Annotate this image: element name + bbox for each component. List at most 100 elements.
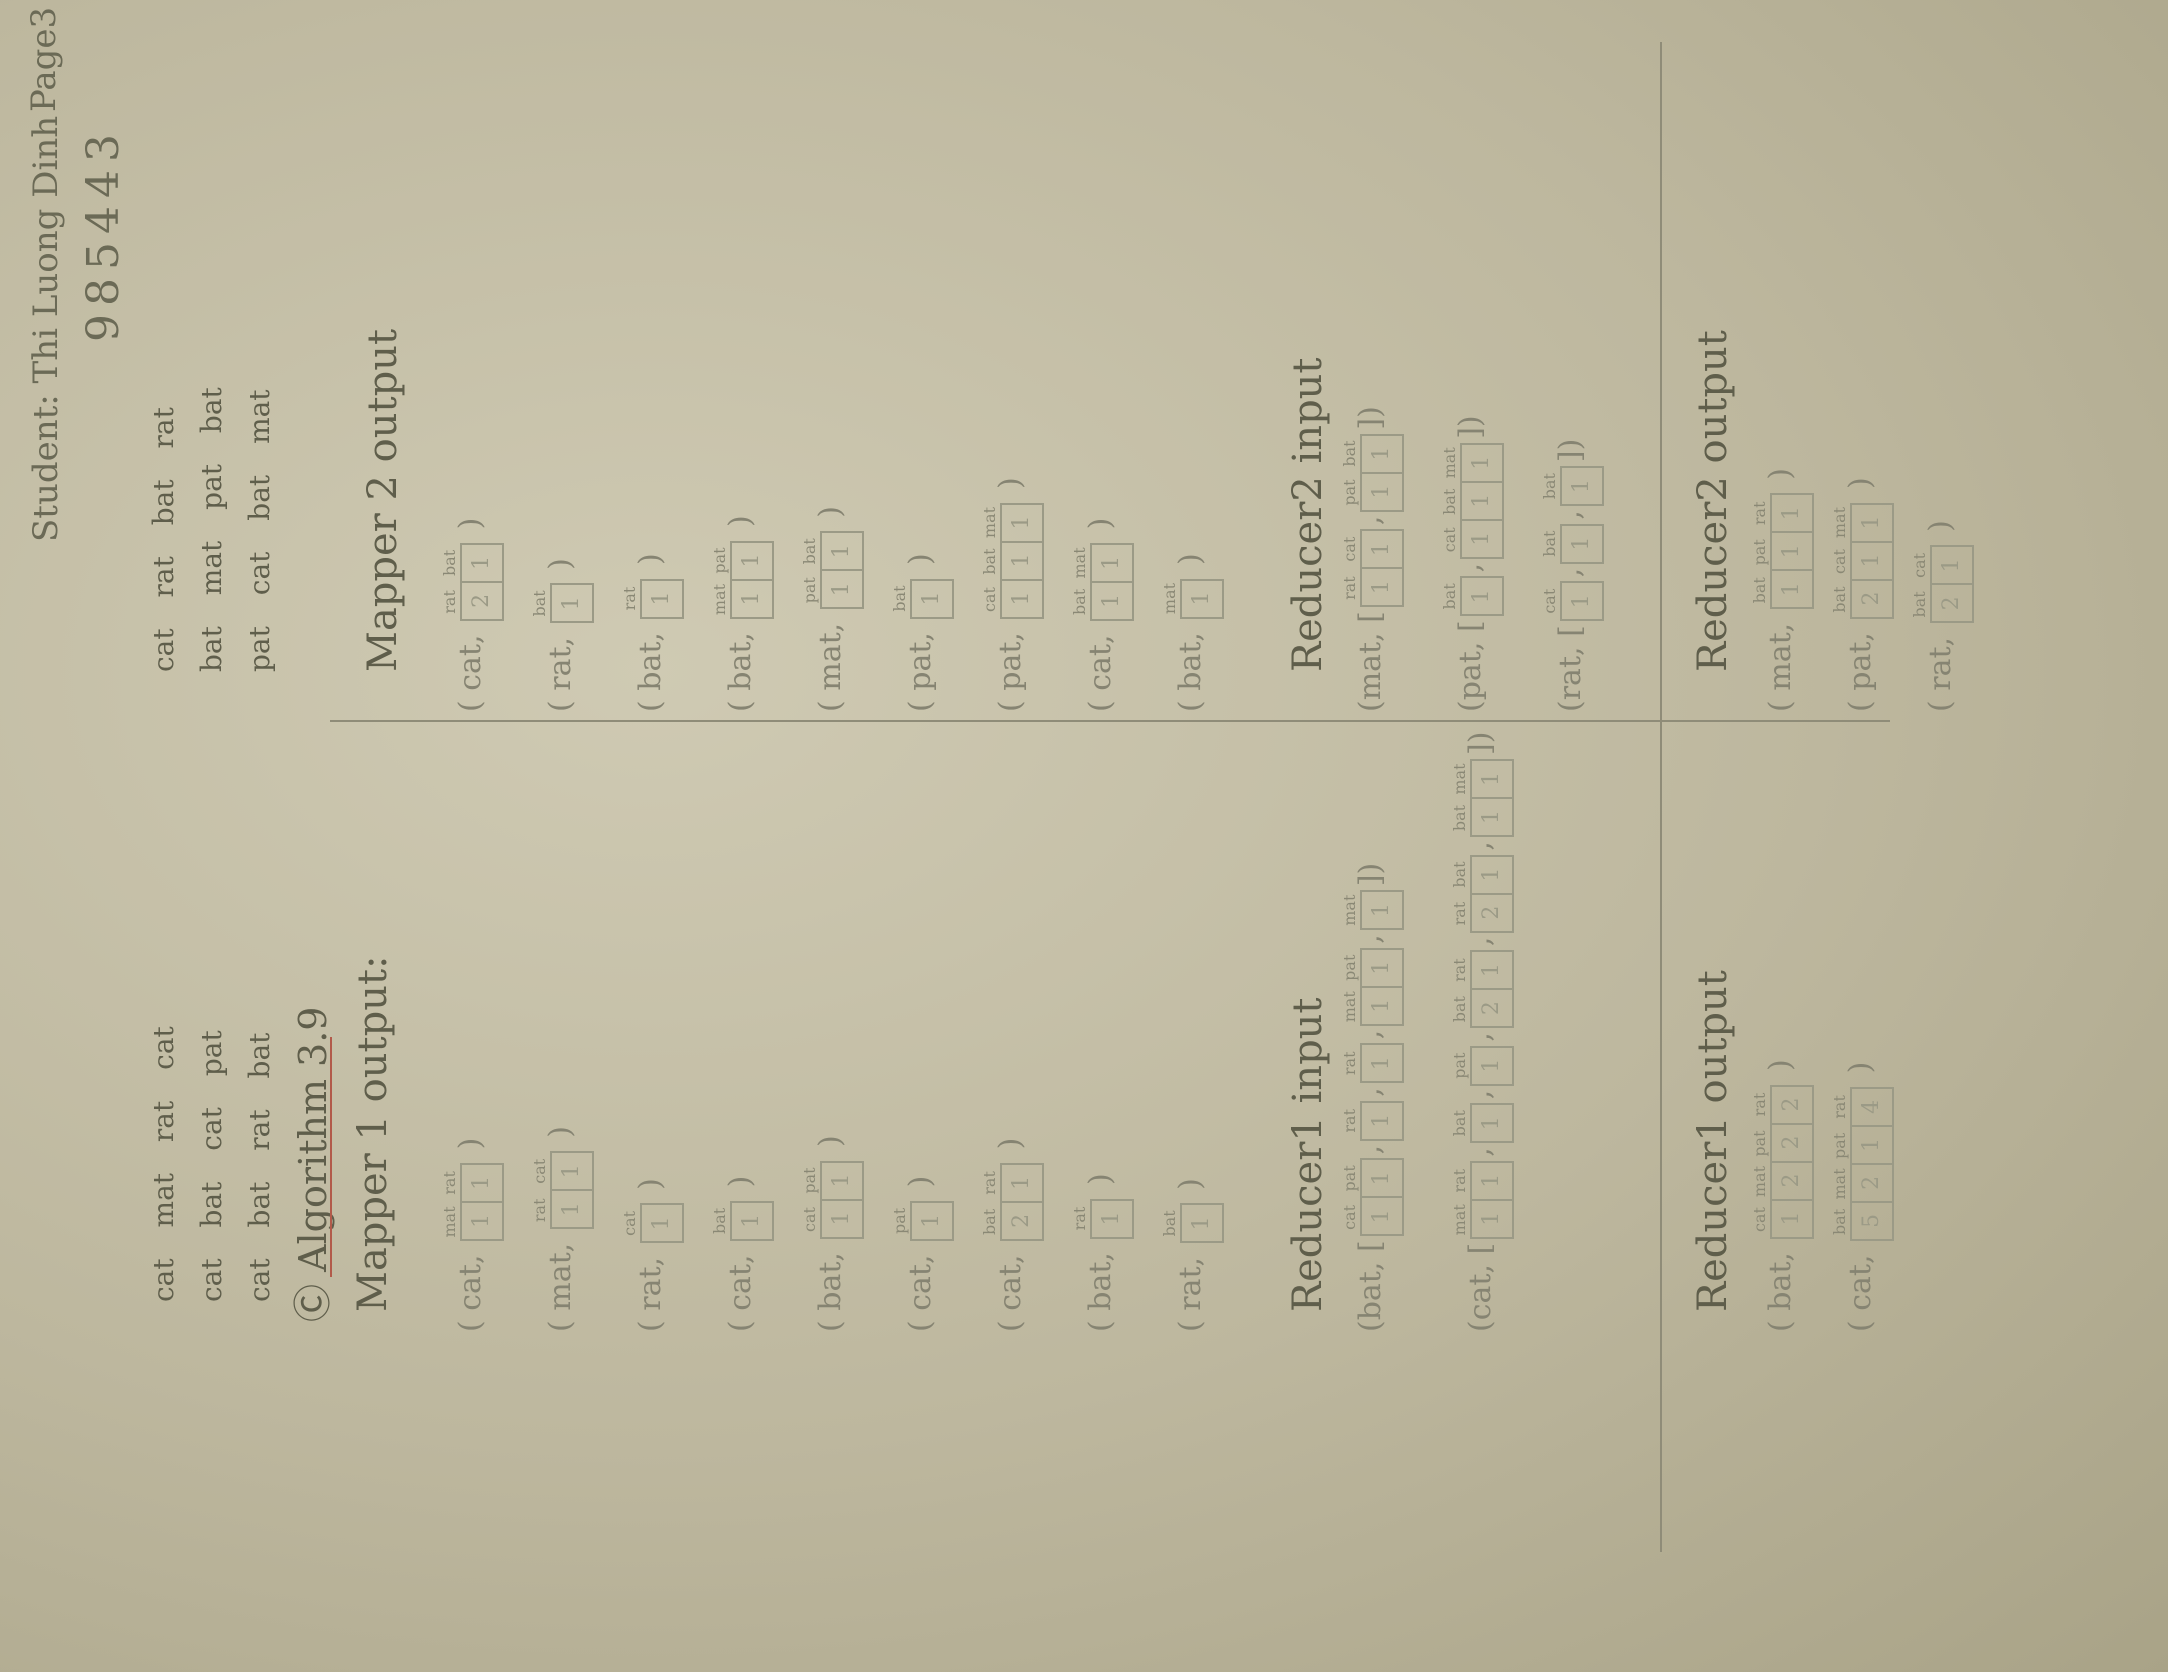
mapper2-title: Mapper 2 output: [360, 328, 406, 672]
paren: (: [543, 1310, 578, 1332]
cell-value: 1: [1460, 482, 1504, 521]
cell-value: 1: [460, 1202, 504, 1241]
comma: ,: [453, 624, 488, 644]
cell-label: rat: [440, 1171, 459, 1195]
cell-label: pat: [1750, 1130, 1769, 1157]
comma: ,: [1353, 1029, 1388, 1040]
cell-label: cat: [1340, 536, 1359, 562]
cell-value: 2: [1770, 1084, 1814, 1125]
entry-key: cat: [453, 644, 488, 691]
cell-label: cat: [1830, 549, 1849, 574]
cell-value: 1: [1360, 987, 1404, 1026]
bracket: , [: [1453, 620, 1488, 652]
cell-value: 1: [820, 531, 864, 572]
cell-value: 2: [1770, 1124, 1814, 1163]
cell-label: rat: [1750, 501, 1769, 526]
comma: ,: [1353, 1144, 1388, 1155]
cell-label: pat: [1340, 479, 1359, 506]
paren: (: [723, 690, 758, 712]
cell-value: 1: [1770, 1200, 1814, 1239]
comma: ,: [813, 1242, 848, 1262]
comma: ,: [1843, 1244, 1878, 1264]
paren: (: [1453, 700, 1488, 712]
cell-value: 1: [1770, 493, 1814, 534]
cell-label: bat: [1440, 583, 1459, 610]
paren: (: [1843, 690, 1878, 712]
cell-value: 1: [820, 571, 864, 610]
comma: ,: [543, 627, 578, 647]
cell-value: 1: [460, 542, 504, 583]
cell-value: 1: [1360, 1198, 1404, 1237]
cell-label: cat: [1910, 552, 1929, 578]
cell-value: 2: [1850, 580, 1894, 619]
algorithm-underline: [330, 1037, 332, 1277]
cell-label: pat: [890, 1207, 909, 1235]
cell-label: mat: [1450, 1204, 1469, 1236]
paren: ): [633, 1178, 668, 1200]
comma: ,: [1353, 934, 1388, 944]
entry-key: bat: [813, 1261, 848, 1311]
cell-value: 1: [1460, 520, 1504, 559]
paren: (: [453, 1310, 488, 1332]
paren: (: [1923, 690, 1958, 712]
cell-value: 1: [1470, 799, 1514, 838]
comma: ,: [1763, 1242, 1798, 1262]
cell-value: 1: [1560, 523, 1604, 564]
comma: ,: [1463, 1089, 1498, 1100]
cell-label: rat: [1340, 576, 1359, 600]
bracket: , [: [1463, 1242, 1498, 1274]
input-line: pat cat bat mat: [243, 389, 276, 672]
comma: ,: [1453, 562, 1488, 573]
entry-key: cat: [1083, 644, 1118, 691]
comma: ,: [1463, 1032, 1498, 1042]
cell-value: 1: [1360, 473, 1404, 512]
paren: ): [813, 1135, 848, 1157]
cell-label: bat: [1450, 996, 1469, 1023]
cell-label: bat: [1540, 530, 1559, 557]
entry-key: cat: [903, 1264, 938, 1311]
input-line: bat mat pat bat: [195, 387, 228, 672]
bracket: ]): [1553, 438, 1588, 463]
comma: ,: [1553, 567, 1588, 578]
cell-label: rat: [980, 1171, 999, 1195]
cell-value: 1: [1460, 576, 1504, 617]
cell-value: 1: [1090, 1198, 1134, 1239]
cell-label: mat: [1340, 894, 1359, 926]
comma: ,: [1083, 1242, 1118, 1262]
comma: ,: [1763, 613, 1798, 633]
entry-key: mat: [813, 632, 848, 691]
